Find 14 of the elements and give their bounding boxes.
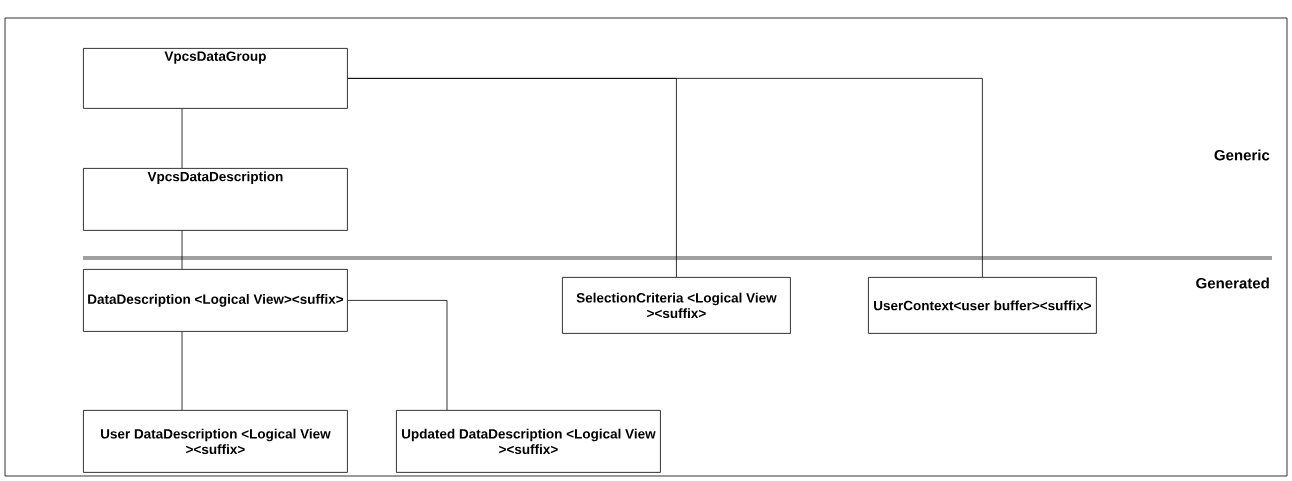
connector-line	[347, 300, 448, 411]
class-box: VpcsDataDescription	[83, 168, 348, 231]
connector-line	[181, 331, 183, 411]
class-box: Updated DataDescription <Logical View ><suffix>	[396, 410, 661, 473]
layer-label: Generic	[1214, 149, 1270, 161]
class-box: User DataDescription <Logical View ><suffix>	[83, 410, 348, 473]
class-box: SelectionCriteria <Logical View ><suffix>	[562, 277, 791, 334]
class-box: UserContext<user buffer><suffix>	[868, 277, 1097, 334]
connector-line	[347, 78, 983, 278]
class-box: VpcsDataGroup	[83, 48, 348, 109]
connector-line	[181, 230, 183, 270]
connector-line	[181, 108, 183, 169]
layer-label: Generated	[1196, 277, 1269, 289]
class-box: DataDescription <Logical View><suffix>	[83, 269, 348, 332]
